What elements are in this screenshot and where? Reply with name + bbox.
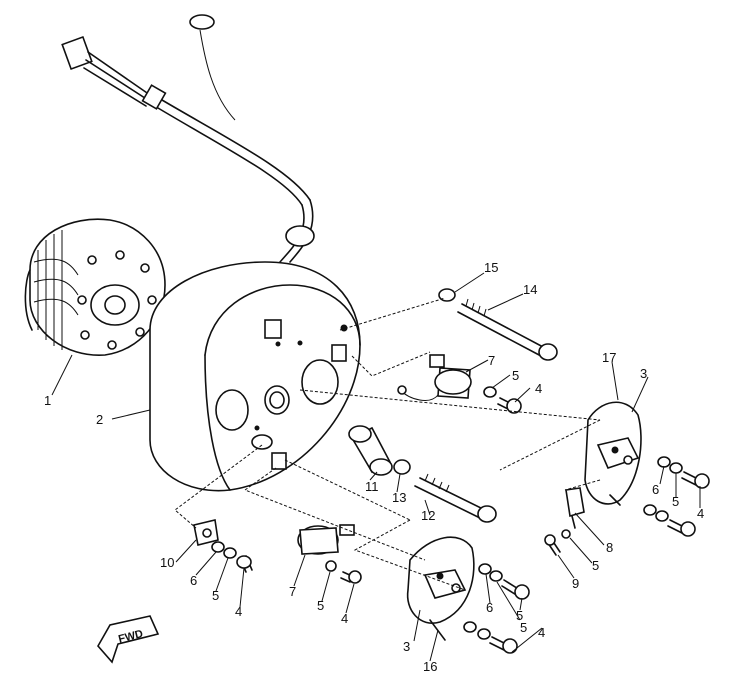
washer-lower-5 [325, 560, 337, 572]
washer-5-right-upper [669, 462, 683, 474]
callout-16: 16 [423, 659, 437, 674]
flywheel-rotor [24, 218, 166, 356]
callout-1: 1 [44, 393, 51, 408]
washer-6-right-lower [643, 504, 657, 516]
ground-lead-terminal [189, 14, 215, 30]
washer-6-mid [478, 563, 492, 575]
washer-upper-5 [483, 386, 497, 398]
washer-6-low [463, 621, 477, 633]
callout-5-mid: 5 [516, 608, 523, 623]
screw-lower-4 [340, 570, 362, 584]
washer-5-right-lower [655, 510, 669, 522]
point-plate-17 [584, 401, 642, 506]
washer-6-right-upper [657, 456, 671, 468]
washer-15 [438, 288, 456, 302]
callout-12: 12 [421, 508, 435, 523]
callout-3-lower: 3 [403, 639, 410, 654]
fwd-arrow: FWD [97, 615, 160, 664]
callout-8: 8 [606, 540, 613, 555]
wire-grommet [285, 225, 315, 247]
callout-6-left: 6 [190, 573, 197, 588]
screw-4-right-upper [681, 471, 710, 489]
washer-8-5 [561, 529, 571, 539]
housing-opening-left [215, 389, 249, 431]
callout-4-lower: 4 [341, 611, 348, 626]
callout-5-low: 5 [520, 620, 527, 635]
callout-5-pin: 5 [592, 558, 599, 573]
condenser [348, 425, 393, 476]
screw-4-low [489, 636, 518, 654]
screw-12 [414, 473, 497, 523]
screw-upper-4 [497, 397, 522, 414]
callout-3-upper: 3 [640, 366, 647, 381]
callout-10: 10 [160, 555, 174, 570]
callout-4-right: 4 [697, 506, 704, 521]
fwd-label: FWD [117, 628, 144, 646]
callout-5-left: 5 [212, 588, 219, 603]
screw-9 [544, 534, 561, 556]
leader-lines [51, 272, 701, 662]
washer-5-left [223, 547, 237, 559]
callout-17: 17 [602, 350, 616, 365]
assembly-lines [174, 297, 601, 591]
clip-10 [193, 519, 219, 546]
mount-tab-right [331, 344, 347, 362]
callout-7-lower: 7 [289, 584, 296, 599]
callout-14: 14 [523, 282, 537, 297]
screw-4-right-lower [667, 519, 696, 537]
callout-11: 11 [365, 479, 379, 494]
callout-6-mid: 6 [486, 600, 493, 615]
washer-13 [393, 459, 411, 475]
callout-5-right: 5 [672, 494, 679, 509]
housing-opening-right [301, 359, 339, 405]
callout-4-mid: 4 [538, 625, 545, 640]
screw-4-left [236, 555, 253, 573]
point-plate-16 [406, 536, 475, 641]
pin-8 [565, 487, 585, 529]
mount-tab-top [264, 319, 282, 339]
coil-7-upper [397, 354, 472, 401]
callout-7-upper: 7 [488, 353, 495, 368]
callout-15: 15 [484, 260, 498, 275]
stator-housing [149, 261, 361, 492]
callout-5-upper: 5 [512, 368, 519, 383]
callout-2: 2 [96, 412, 103, 427]
callout-4-left: 4 [235, 604, 242, 619]
mount-tab-bottom [271, 452, 287, 470]
callout-13: 13 [392, 490, 406, 505]
harness-connector [61, 35, 93, 71]
screw-14 [457, 298, 558, 361]
callout-labels: 1 2 15 14 7 5 4 17 3 6 5 4 8 5 9 11 13 1… [44, 260, 704, 674]
washer-5-mid [489, 570, 503, 582]
callout-6-right: 6 [652, 482, 659, 497]
callout-9: 9 [572, 576, 579, 591]
wire-harness [61, 14, 315, 263]
washer-6-left [211, 541, 225, 553]
washer-5-low [477, 628, 491, 640]
callout-4-upper: 4 [535, 381, 542, 396]
callout-5-lower: 5 [317, 598, 324, 613]
